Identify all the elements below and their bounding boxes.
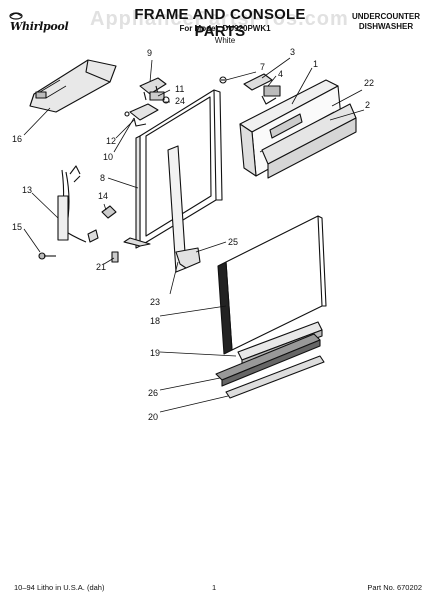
footer-page-number: 1 [212, 583, 217, 592]
brand-name: Whirlpool [10, 20, 69, 33]
part-9-switch-bracket [139, 77, 167, 101]
part-1-console-panel [239, 79, 343, 177]
part-8-door-frame [123, 89, 223, 249]
callout-23: 23 [150, 297, 160, 307]
part-14-terminal [101, 205, 117, 219]
part-3-4-hinge-bracket [243, 73, 281, 105]
callout-15: 15 [12, 222, 22, 232]
callout-26: 26 [148, 388, 158, 398]
part-18-door-panel [217, 215, 327, 355]
model-number: For Model: DU920PWK1 [179, 24, 271, 33]
part-11-24-switch [149, 91, 170, 104]
callout-2: 2 [365, 100, 370, 110]
callout-21: 21 [96, 262, 106, 272]
page-title: FRAME AND CONSOLE PARTS [134, 6, 306, 40]
callout-16: 16 [12, 134, 22, 144]
callout-1: 1 [313, 59, 318, 69]
callout-18: 18 [150, 316, 160, 326]
product-type-line-2: DISHWASHER [358, 22, 414, 31]
callout-24: 24 [175, 96, 185, 106]
callout-22: 22 [364, 78, 374, 88]
callout-14: 14 [98, 191, 108, 201]
callout-8: 8 [100, 173, 105, 183]
color-label: White [214, 36, 236, 45]
part-7-screw [219, 76, 227, 84]
part-15-screw [38, 252, 56, 260]
part-16-console-duct [29, 59, 117, 113]
part-26-bottom-trim [215, 333, 321, 387]
part-21-screw [111, 251, 119, 263]
leader-lines [23, 57, 365, 413]
callout-25: 25 [228, 237, 238, 247]
callout-19: 19 [150, 348, 160, 358]
callout-12: 12 [106, 136, 116, 146]
callout-3: 3 [290, 47, 295, 57]
callout-11: 11 [175, 84, 184, 94]
part-13-wire-harness [57, 165, 99, 243]
watermark-text: AppliancePartsPros.com [90, 8, 349, 30]
part-20-bottom-strip [225, 355, 325, 399]
product-type-line-1: UNDERCOUNTER [352, 12, 420, 21]
callout-7: 7 [260, 62, 265, 72]
callout-9: 9 [147, 48, 152, 58]
callout-20: 20 [148, 412, 158, 422]
product-type: UNDERCOUNTER DISHWASHER [352, 12, 420, 32]
part-25-clip [175, 247, 201, 269]
footer-print-info: 10–94 Litho in U.S.A. (dah) [14, 583, 105, 592]
callout-13: 13 [22, 185, 32, 195]
part-10-12-latch-assembly [124, 103, 159, 127]
callout-10: 10 [103, 152, 113, 162]
whirlpool-logo [9, 12, 23, 20]
callout-4: 4 [278, 69, 283, 79]
footer-part-number: Part No. 670202 [367, 583, 422, 592]
